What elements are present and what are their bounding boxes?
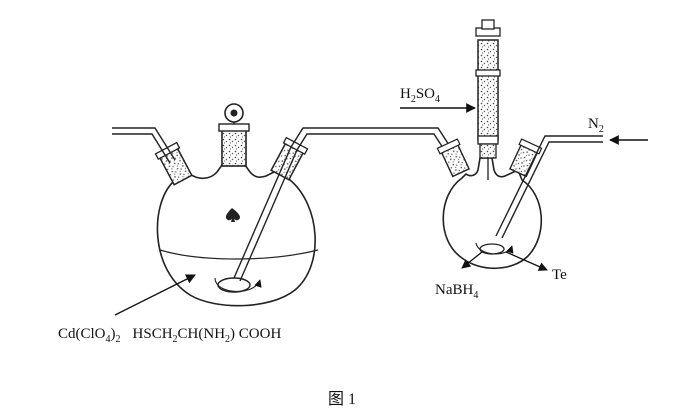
te-label: Te — [505, 251, 567, 283]
right-flask — [442, 157, 542, 269]
connecting-tube — [290, 127, 463, 169]
svg-text:H2SO4: H2SO4 — [400, 86, 440, 105]
dropping-funnel — [475, 19, 501, 180]
left-flask — [156, 160, 319, 307]
nabh4-label: NaBH4 — [435, 251, 483, 301]
n2-label: N2 — [588, 116, 648, 145]
h2so4-label: H2SO4 — [400, 86, 476, 113]
left-neck-stopper — [112, 127, 193, 186]
svg-text:Te: Te — [552, 267, 567, 283]
right-flask-left-stopper — [436, 138, 471, 178]
figure-caption: 图 1 — [328, 391, 356, 408]
svg-text:N2: N2 — [588, 116, 604, 135]
right-neck-stopper — [233, 136, 309, 282]
svg-text:NaBH4: NaBH4 — [435, 282, 478, 301]
right-flask-right-stopper — [495, 135, 603, 239]
center-stopper — [218, 103, 250, 167]
